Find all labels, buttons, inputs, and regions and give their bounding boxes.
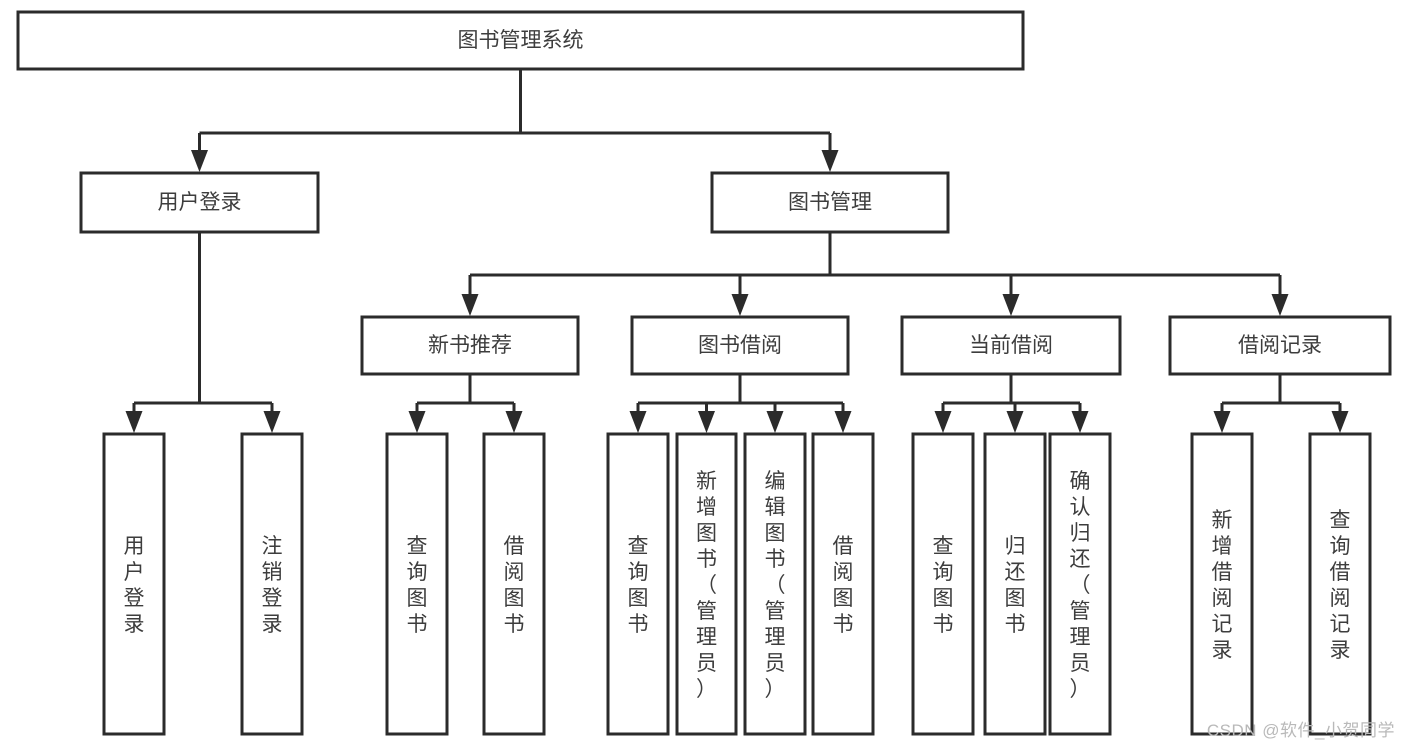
nodes-layer: 图书管理系统用户登录图书管理新书推荐图书借阅当前借阅借阅记录用户登录注销登录查询… — [16, 10, 1392, 736]
node-leaf-query-book-1[interactable]: 查询图书 — [385, 432, 449, 736]
node-label: 新增图书（管理员） — [696, 470, 717, 701]
node-label: 图书借阅 — [698, 334, 782, 357]
edge-group-user-login — [125, 232, 281, 433]
edge-group-book-manage — [461, 232, 1289, 316]
node-label: 查询图书 — [933, 535, 954, 636]
edge-group-root — [191, 69, 839, 172]
csdn-watermark: CSDN @软件_小贺同学 — [1206, 721, 1395, 740]
node-label: 新增借阅记录 — [1212, 509, 1233, 662]
edge-group-current-borrow — [934, 374, 1089, 433]
node-leaf-add-book[interactable]: 新增图书（管理员） — [675, 432, 738, 736]
node-root[interactable]: 图书管理系统 — [16, 10, 1025, 71]
node-label: 借阅记录 — [1238, 334, 1322, 357]
node-new-book-rec[interactable]: 新书推荐 — [360, 315, 580, 376]
node-book-manage[interactable]: 图书管理 — [710, 171, 950, 234]
node-label: 查询图书 — [628, 535, 649, 636]
node-label: 用户登录 — [124, 535, 145, 636]
node-label: 用户登录 — [158, 191, 242, 214]
edge-group-new-book-rec — [408, 374, 523, 433]
node-leaf-user-logout[interactable]: 注销登录 — [240, 432, 304, 736]
node-label: 确认归还（管理员） — [1070, 470, 1091, 701]
node-label: 查询借阅记录 — [1330, 509, 1351, 662]
node-leaf-user-login[interactable]: 用户登录 — [102, 432, 166, 736]
node-leaf-query-record[interactable]: 查询借阅记录 — [1308, 432, 1372, 736]
edge-group-book-borrow — [629, 374, 852, 433]
node-label: 新书推荐 — [428, 334, 512, 357]
node-user-login[interactable]: 用户登录 — [79, 171, 320, 234]
node-label: 查询图书 — [407, 535, 428, 636]
node-label: 编辑图书（管理员） — [765, 470, 786, 701]
node-label: 注销登录 — [262, 535, 283, 636]
node-leaf-borrow-book-1[interactable]: 借阅图书 — [482, 432, 546, 736]
node-leaf-return-book[interactable]: 归还图书 — [983, 432, 1047, 736]
node-label: 归还图书 — [1005, 535, 1026, 636]
node-label: 当前借阅 — [969, 334, 1053, 357]
node-leaf-add-record[interactable]: 新增借阅记录 — [1190, 432, 1254, 736]
node-label: 图书管理系统 — [458, 29, 584, 52]
node-current-borrow[interactable]: 当前借阅 — [900, 315, 1122, 376]
node-leaf-edit-book[interactable]: 编辑图书（管理员） — [743, 432, 807, 736]
node-label: 借阅图书 — [504, 535, 525, 636]
node-leaf-borrow-book-2[interactable]: 借阅图书 — [811, 432, 875, 736]
edges-layer — [125, 69, 1349, 433]
node-leaf-query-book-2[interactable]: 查询图书 — [606, 432, 670, 736]
node-leaf-confirm-return[interactable]: 确认归还（管理员） — [1048, 432, 1112, 736]
node-label: 图书管理 — [788, 191, 872, 214]
node-leaf-query-book-3[interactable]: 查询图书 — [911, 432, 975, 736]
node-label: 借阅图书 — [833, 535, 854, 636]
edge-group-borrow-record — [1213, 374, 1349, 433]
node-borrow-record[interactable]: 借阅记录 — [1168, 315, 1392, 376]
node-book-borrow[interactable]: 图书借阅 — [630, 315, 850, 376]
